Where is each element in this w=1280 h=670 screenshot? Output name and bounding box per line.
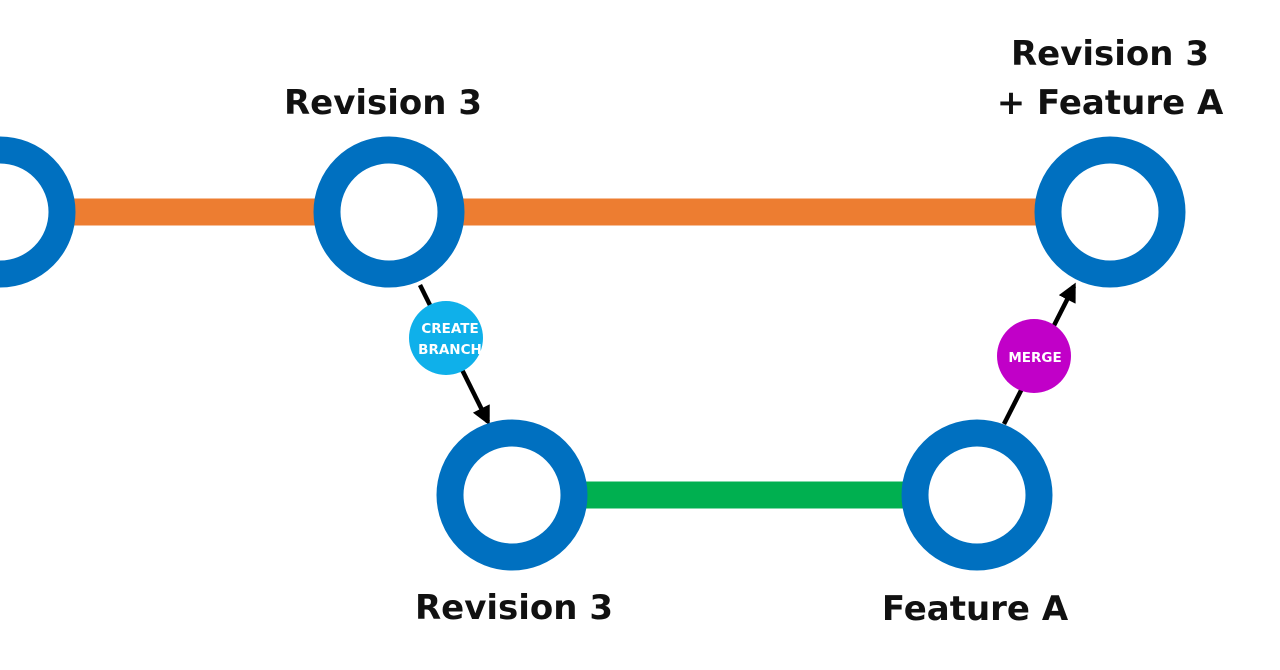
create-branch-badge-line1: CREATE (421, 321, 478, 337)
label-feature-revision-3: Revision 3 (415, 588, 613, 628)
commit-node-feature-a[interactable] (901, 419, 1053, 571)
commit-node-feature-revision-3[interactable] (436, 419, 588, 571)
label-main-merged-line1: Revision 3 (1011, 34, 1209, 74)
label-feature-a: Feature A (882, 589, 1069, 629)
create-branch-badge-line2: BRANCH (418, 342, 482, 358)
label-main-merged-line2: + Feature A (997, 83, 1224, 123)
commit-node-main-revision-3[interactable] (313, 136, 465, 288)
create-branch-badge[interactable] (409, 301, 483, 375)
commit-node-main-prev[interactable] (0, 136, 76, 288)
merge-badge[interactable] (997, 319, 1071, 393)
label-main-revision-3: Revision 3 (284, 83, 482, 123)
commit-node-main-merged[interactable] (1034, 136, 1186, 288)
merge-badge-label: MERGE (1008, 350, 1061, 366)
